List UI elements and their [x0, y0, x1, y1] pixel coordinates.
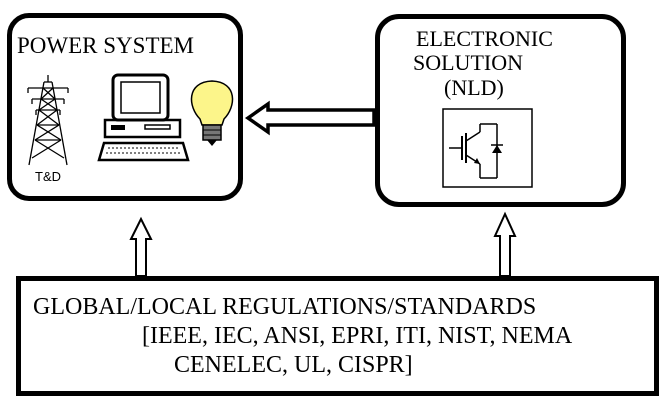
standards-list-line1: [IEEE, IEC, ANSI, EPRI, ITI, NIST, NEMA [142, 323, 573, 349]
power-system-title: POWER SYSTEM [17, 33, 194, 58]
standards-to-power-arrow [129, 216, 153, 277]
electronic-solution-box [375, 14, 626, 207]
igbt-transistor-icon [442, 108, 533, 188]
standards-box [16, 276, 659, 396]
standards-to-solution-arrow [493, 211, 517, 277]
transmission-tower-icon [27, 75, 69, 166]
standards-list-line2: CENELEC, UL, CISPR] [174, 352, 413, 378]
solution-to-power-arrow [244, 100, 376, 136]
standards-title: GLOBAL/LOCAL REGULATIONS/STANDARDS [33, 294, 537, 320]
tower-label: T&D [35, 169, 61, 184]
electronic-solution-title-line2: SOLUTION [413, 50, 523, 75]
electronic-solution-title-line1: ELECTRONIC [416, 26, 553, 51]
computer-icon [97, 73, 190, 162]
electronic-solution-title-line3: (NLD) [444, 75, 504, 100]
light-bulb-icon [190, 80, 234, 146]
